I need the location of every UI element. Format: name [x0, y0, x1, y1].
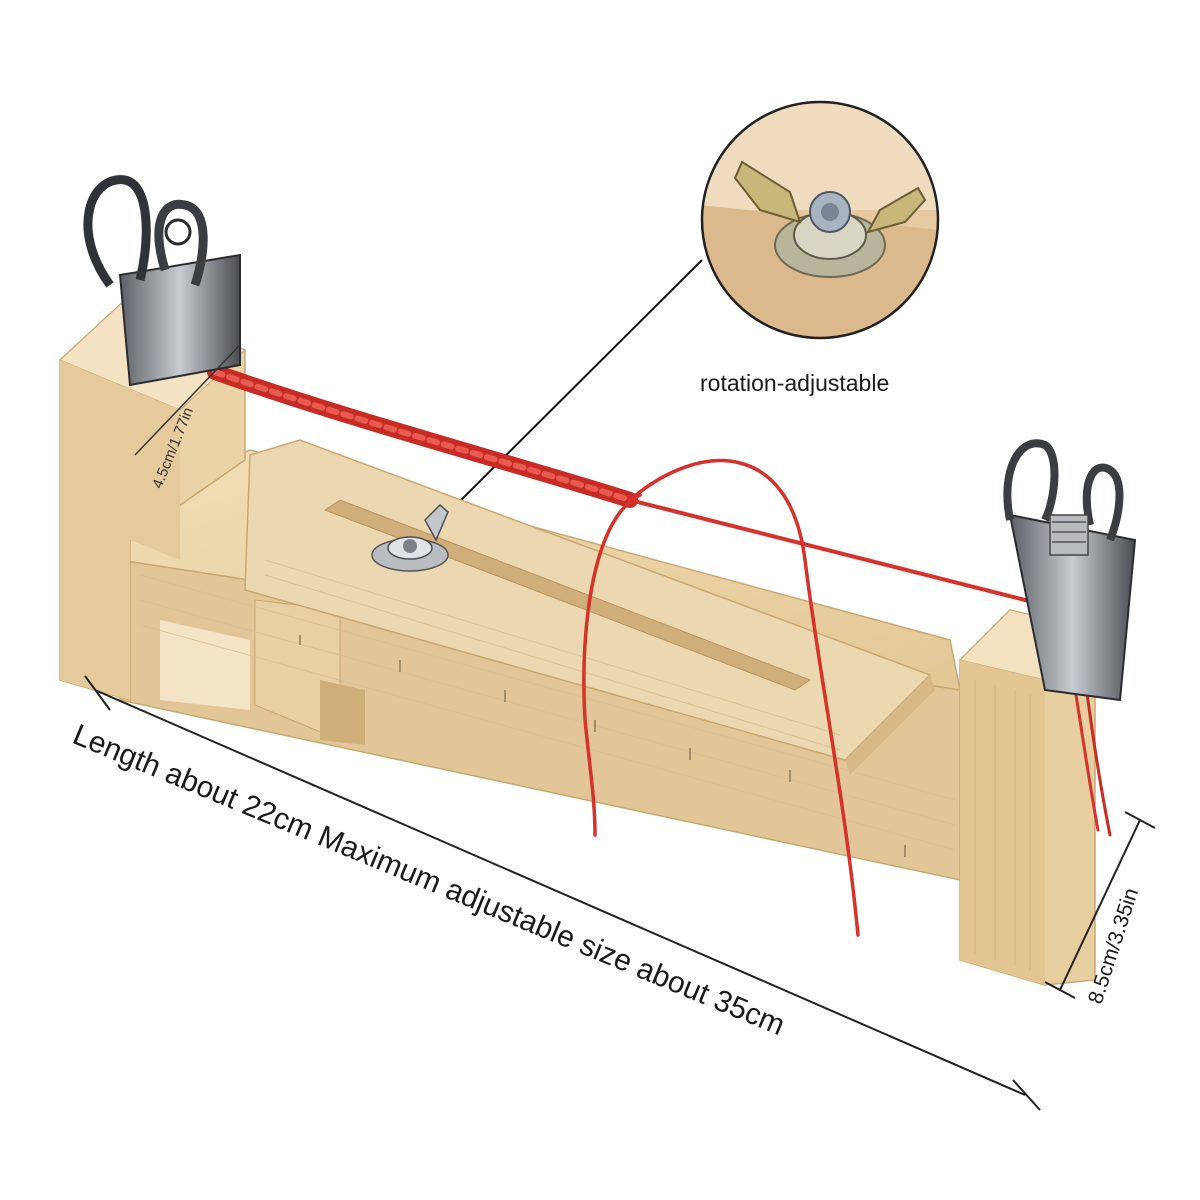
binder-clip-icon: [1003, 439, 1137, 702]
wooden-jig: [59, 299, 1096, 986]
rotation-label: rotation-adjustable: [700, 370, 890, 396]
wing-nut-icon: [733, 160, 927, 278]
binder-clip-icon: [83, 175, 241, 387]
height-dimension-line: [1044, 811, 1156, 999]
clip-width-dimension-line: [134, 344, 241, 456]
wing-nut-icon: [371, 503, 449, 572]
length-dimension-line: [84, 675, 1041, 1111]
